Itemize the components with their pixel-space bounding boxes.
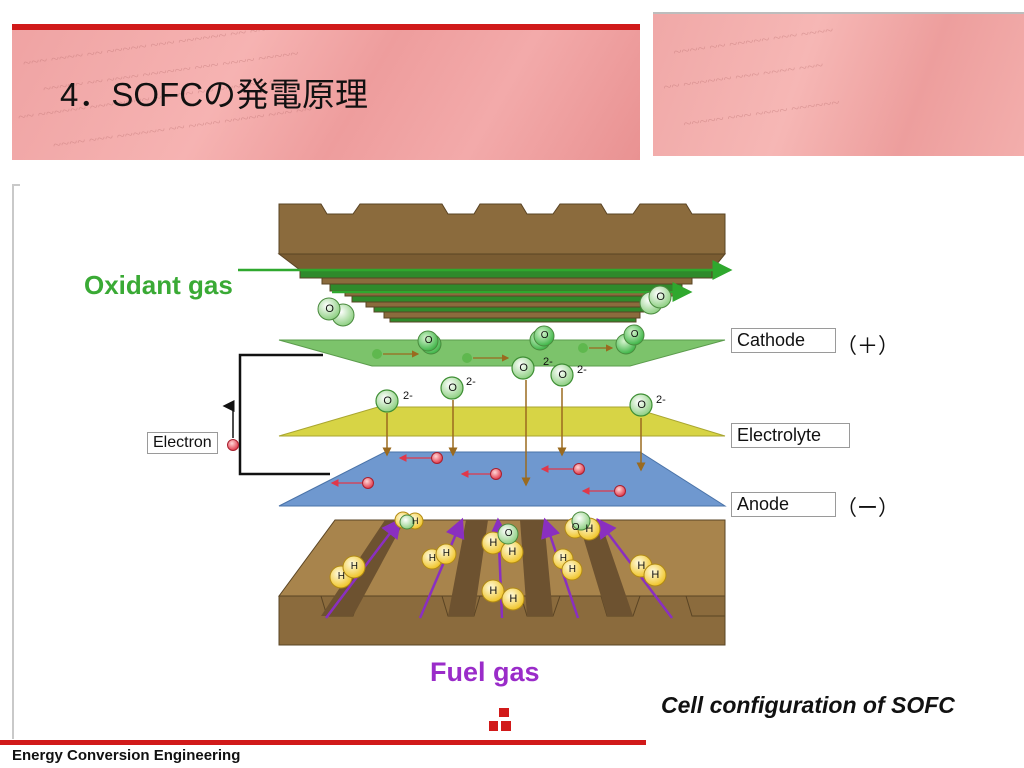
anode-electron-arrows xyxy=(330,454,614,495)
oxygen-atom-label: O xyxy=(383,394,392,407)
ion-charge-label: 2- xyxy=(543,355,553,368)
electron-dot xyxy=(578,343,588,353)
electron-dot xyxy=(372,349,382,359)
oxygen-molecules xyxy=(317,285,672,355)
hydrogen-atom-label: H xyxy=(651,568,660,581)
cathode-layer xyxy=(278,339,726,367)
hydrogen-atom-label: H xyxy=(350,561,358,572)
hydrogen-atom-label: H xyxy=(559,553,567,564)
hydrogen-atom-label: H xyxy=(585,522,594,535)
electrolyte-label: Electrolyte xyxy=(731,423,850,448)
oxygen-atom-label: O xyxy=(558,368,567,381)
footer-text: Energy Conversion Engineering xyxy=(12,747,241,764)
hydrogen-atom-label: H xyxy=(489,584,498,597)
oxide-ions xyxy=(375,356,653,417)
cathode-interconnect xyxy=(277,203,727,323)
ion-charge-label: 2- xyxy=(403,389,413,402)
hydrogen-molecules xyxy=(329,511,667,611)
oxygen-atom-label: O xyxy=(637,398,646,411)
content-frame-left xyxy=(12,184,14,739)
cathode-electron-arrows xyxy=(383,344,614,362)
hydrogen-atom-label: H xyxy=(508,545,517,558)
electrolyte-layer xyxy=(278,406,726,437)
hydrogen-atom-label: H xyxy=(509,592,518,605)
hydrogen-atom-label: H xyxy=(412,515,419,526)
oxygen-atom-label: O xyxy=(656,290,665,303)
hydrogen-atom-label: H xyxy=(337,571,345,582)
electron-dot xyxy=(462,353,472,363)
cathode-label: Cathode xyxy=(731,328,836,353)
department-logo xyxy=(487,708,513,732)
anode-label: Anode xyxy=(731,492,836,517)
title-banner: ~~~ ~~~~ ~~ ~~~~~ ~~~ ~~~~~~ ~~ ~~~~ ~~~… xyxy=(12,24,640,160)
slide-title: 4．SOFCの発電原理 xyxy=(60,76,369,113)
anode-layer xyxy=(278,451,727,507)
hydrogen-atom-label: H xyxy=(442,548,450,559)
oxygen-atom-label: O xyxy=(424,335,433,346)
ion-charge-label: 2- xyxy=(466,375,476,388)
figure-caption: Cell configuration of SOFC xyxy=(661,692,955,718)
anode-electrons xyxy=(227,439,626,497)
footer-rule xyxy=(0,740,646,745)
external-circuit xyxy=(222,353,330,476)
oxygen-atom-label: O xyxy=(571,522,580,533)
ion-charge-label: 2- xyxy=(577,363,587,376)
oxygen-atom-label: O xyxy=(540,330,549,341)
positive-sign: （＋） xyxy=(836,335,899,358)
hydrogen-atom-label: H xyxy=(568,564,576,575)
oxygen-atom-label: O xyxy=(448,381,457,394)
negative-sign: （ー） xyxy=(836,497,899,520)
ion-transport-arrows xyxy=(382,380,646,487)
water-molecule xyxy=(399,511,591,545)
hydrogen-atom-label: H xyxy=(489,536,498,549)
oxidant-gas-label: Oxidant gas xyxy=(84,270,233,300)
oxygen-atom-label: O xyxy=(504,528,513,539)
content-frame-top xyxy=(12,184,20,186)
oxygen-atom-label: O xyxy=(630,329,639,340)
ion-charge-label: 2- xyxy=(656,393,666,406)
hydrogen-atom-label: H xyxy=(428,553,436,564)
electron-label: Electron xyxy=(147,432,218,454)
hydrogen-atom-label: H xyxy=(637,559,646,572)
fuel-flow-arrow xyxy=(418,517,465,619)
oxygen-atom-label: O xyxy=(519,361,528,374)
oxygen-atom-label: O xyxy=(325,302,334,315)
fuel-gas-label: Fuel gas xyxy=(430,657,540,687)
title-banner-right: ~~~~ ~~ ~~~~~ ~~~ ~~~~ ~~ ~~~~~~ ~~~ ~~~… xyxy=(653,12,1024,156)
